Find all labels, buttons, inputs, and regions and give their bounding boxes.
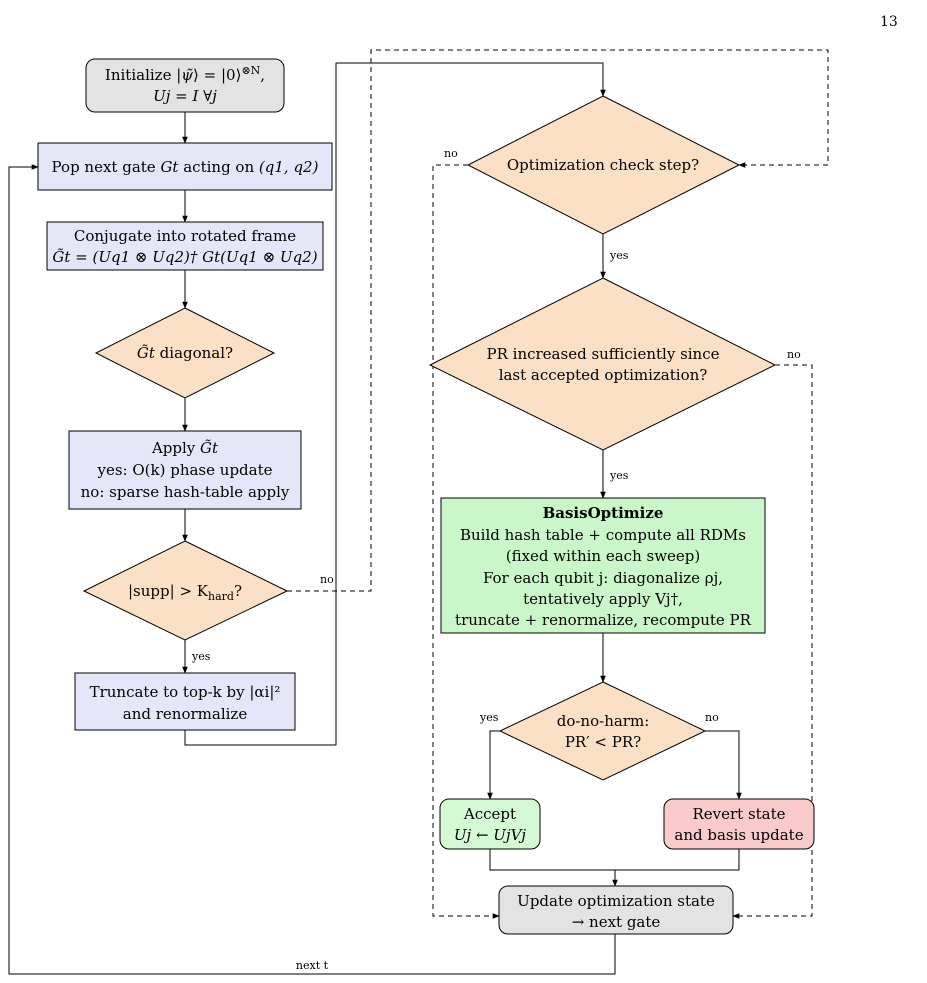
svg-text:Accept: Accept	[463, 805, 516, 823]
label-pr-yes: yes	[609, 469, 629, 482]
node-do-no-harm-check: do-no-harm: PR′ < PR?	[498, 681, 707, 781]
edge-truncate-optcheck	[184, 62, 606, 746]
svg-text:Revert state: Revert state	[692, 805, 785, 823]
svg-text:Initialize |ψ̃⟩ = |0⟩⊗N,: Initialize |ψ̃⟩ = |0⟩⊗N,	[105, 64, 265, 84]
edge-labels: yes no yes no yes no yes no next t	[191, 147, 801, 972]
node-truncate: Truncate to top-k by |αi|² and renormali…	[74, 672, 296, 731]
svg-text:PR increased sufficiently sinc: PR increased sufficiently since	[487, 345, 720, 363]
node-accept: Accept Uj ← UjVj	[439, 798, 541, 850]
svg-text:Build hash table + compute all: Build hash table + compute all RDMs	[460, 526, 746, 544]
edge-harm-accept	[487, 730, 500, 800]
edge-optcheck-no-dashed	[432, 164, 500, 919]
node-pop-next-gate: Pop next gate Gt acting on (q1, q2)	[37, 142, 333, 191]
label-next-t: next t	[296, 959, 329, 972]
label-supp-no: no	[320, 573, 334, 586]
svg-text:PR′ < PR?: PR′ < PR?	[565, 733, 641, 751]
edges-dashed	[287, 49, 829, 919]
svg-text:last accepted optimization?: last accepted optimization?	[499, 366, 708, 384]
edge-loop-next-t	[8, 164, 616, 975]
svg-text:BasisOptimize: BasisOptimize	[543, 504, 664, 522]
label-pr-no: no	[787, 348, 801, 361]
label-harm-no: no	[705, 711, 719, 724]
svg-text:Optimization check step?: Optimization check step?	[507, 156, 699, 174]
svg-text:→ next gate: → next gate	[572, 913, 661, 931]
node-update-optimization-state: Update optimization state → next gate	[498, 885, 734, 935]
svg-text:Update optimization state: Update optimization state	[517, 892, 715, 910]
label-harm-yes: yes	[479, 711, 499, 724]
svg-text:Apply G̃t: Apply G̃t	[151, 439, 219, 457]
label-opt-no: no	[444, 147, 458, 160]
svg-text:For each qubit j: diagonalize: For each qubit j: diagonalize ρj,	[483, 569, 723, 587]
edge-prcheck-no-dashed	[732, 364, 813, 919]
svg-text:|supp| > Khard?: |supp| > Khard?	[128, 582, 242, 603]
svg-text:Truncate to top-k by |αi|²: Truncate to top-k by |αi|²	[90, 683, 281, 701]
node-pr-increase-check: PR increased sufficiently since last acc…	[428, 277, 777, 451]
svg-text:yes: O(k) phase update: yes: O(k) phase update	[97, 461, 273, 479]
node-optimization-check: Optimization check step?	[466, 95, 741, 235]
svg-text:and renormalize: and renormalize	[123, 705, 248, 723]
edge-accept-update	[489, 849, 618, 887]
label-opt-yes: yes	[609, 249, 629, 262]
svg-text:Conjugate into rotated frame: Conjugate into rotated frame	[74, 227, 296, 245]
edge-harm-revert	[705, 730, 742, 800]
node-conjugate: Conjugate into rotated frame G̃t = (Uq1 …	[46, 221, 324, 271]
node-diagonal-check: G̃t diagonal?	[94, 307, 276, 399]
svg-text:no: sparse hash-table apply: no: sparse hash-table apply	[81, 483, 290, 501]
svg-text:Uj ← UjVj: Uj ← UjVj	[454, 826, 527, 844]
svg-text:Pop next gate Gt acting on (q1: Pop next gate Gt acting on (q1, q2)	[52, 158, 319, 176]
svg-text:G̃t = (Uq1 ⊗ Uq2)† Gt(Uq1 ⊗ Uq: G̃t = (Uq1 ⊗ Uq2)† Gt(Uq1 ⊗ Uq2)	[52, 248, 317, 266]
edges-solid	[8, 62, 742, 975]
label-supp-yes: yes	[191, 650, 211, 663]
svg-text:tentatively apply Vj†,: tentatively apply Vj†,	[523, 590, 683, 608]
svg-text:(fixed within each sweep): (fixed within each sweep)	[506, 547, 701, 565]
node-basis-optimize: BasisOptimize Build hash table + compute…	[440, 497, 766, 634]
edge-revert-update	[615, 849, 740, 871]
svg-text:Uj = I ∀j: Uj = I ∀j	[153, 87, 217, 105]
page-number: 13	[880, 14, 898, 30]
node-support-check: |supp| > Khard?	[82, 540, 289, 641]
node-apply: Apply G̃t yes: O(k) phase update no: spa…	[68, 430, 302, 510]
svg-text:do-no-harm:: do-no-harm:	[557, 712, 650, 730]
node-initialize: Initialize |ψ̃⟩ = |0⟩⊗N, Uj = I ∀j	[85, 58, 285, 113]
svg-text:and basis update: and basis update	[674, 826, 803, 844]
svg-text:truncate + renormalize, recomp: truncate + renormalize, recompute PR	[455, 611, 752, 629]
node-revert: Revert state and basis update	[663, 798, 815, 850]
svg-text:G̃t diagonal?: G̃t diagonal?	[137, 344, 233, 362]
